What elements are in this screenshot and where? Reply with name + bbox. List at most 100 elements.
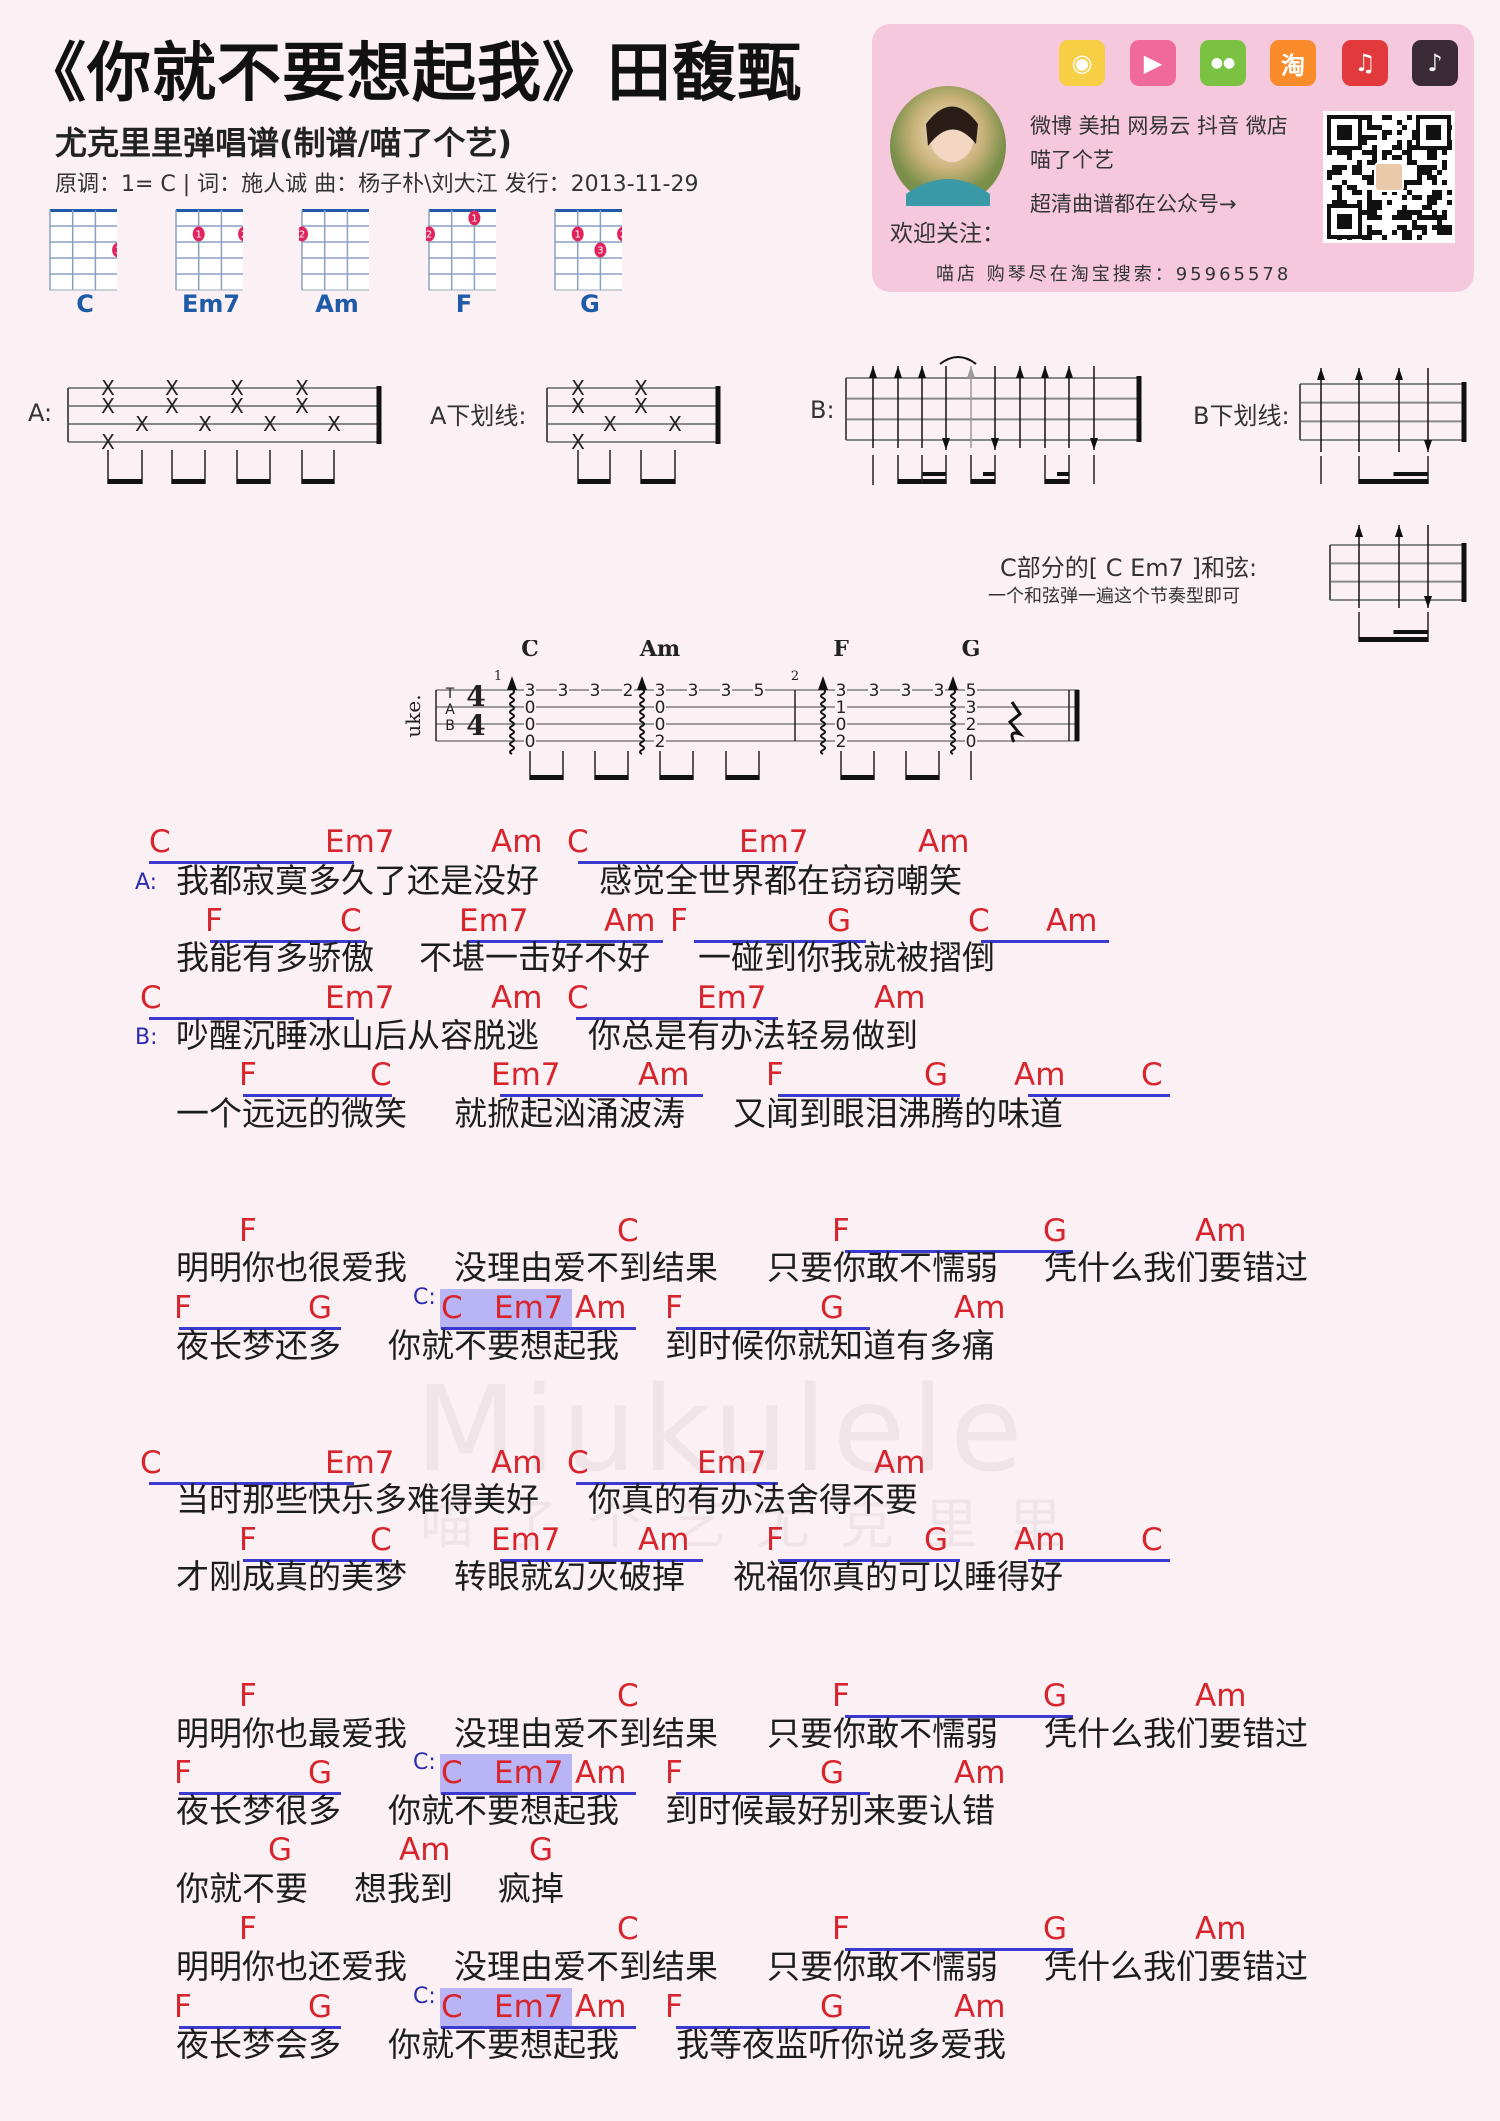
netease-music-icon[interactable]: ♫ xyxy=(1342,40,1388,86)
chord-label: Em7 xyxy=(494,1755,564,1791)
taobao-icon[interactable]: 淘 xyxy=(1270,40,1316,86)
chord-underline xyxy=(149,861,354,864)
lyric-text: 你真的有办法舍得不要 xyxy=(588,1480,918,1519)
finger-dot xyxy=(192,226,205,242)
weibo-glyph: ◉ xyxy=(1071,49,1093,77)
chord-diagram-em7: 12 xyxy=(175,209,243,291)
chord-label: G xyxy=(308,1755,333,1791)
finger-number: 3 xyxy=(597,246,603,257)
finger-dot xyxy=(426,226,435,242)
finger-number: 2 xyxy=(426,230,432,241)
chord-label: C xyxy=(441,1290,463,1326)
tab-chord-name: F xyxy=(833,640,849,662)
chord-label: Am xyxy=(491,980,543,1016)
chord-label: F xyxy=(832,1213,850,1249)
netease-music-glyph: ♫ xyxy=(1354,49,1376,77)
tab-chord-name: C xyxy=(521,640,539,662)
chord-underline xyxy=(500,1094,703,1097)
chord-label: F xyxy=(766,1057,784,1093)
meipai-glyph: ▶ xyxy=(1143,49,1163,77)
lyric-text: 明明你也最爱我 xyxy=(176,1714,407,1753)
meipai-icon[interactable]: ▶ xyxy=(1130,40,1176,86)
mute-x-icon: X xyxy=(101,376,115,400)
tab-fret-number: 2 xyxy=(966,715,977,735)
arpeggio-icon xyxy=(639,687,645,755)
chord-underline xyxy=(576,1017,778,1020)
chord-label: Am xyxy=(954,1755,1006,1791)
finger-dot xyxy=(571,226,584,242)
lyric-text: 一个远远的微笑 xyxy=(176,1094,407,1133)
lyric-text: 没理由爱不到结果 xyxy=(454,1714,718,1753)
chord-label: Em7 xyxy=(325,980,395,1016)
finger-number: 1 xyxy=(575,230,581,241)
chord-diagram-name: Em7 xyxy=(181,290,241,318)
chord-diagram-g: 132 xyxy=(554,209,622,291)
instrument-label: uke. xyxy=(401,694,425,737)
chord-label: Am xyxy=(1195,1678,1247,1714)
pattern-b-under-label: B下划线: xyxy=(1193,402,1290,430)
finger-number: 1 xyxy=(471,214,477,225)
chord-label: F xyxy=(670,903,688,939)
lyric-text: 只要你敢不懦弱 xyxy=(767,1714,998,1753)
lyric-text: 只要你敢不懦弱 xyxy=(767,1248,998,1287)
section-marker: B: xyxy=(135,1025,158,1050)
tab-letter: T xyxy=(445,686,455,702)
lyric-text: 明明你也还爱我 xyxy=(176,1947,407,1986)
platforms-text: 微博 美拍 网易云 抖音 微店 xyxy=(1030,114,1288,138)
chord-label: F xyxy=(832,1911,850,1947)
lyric-text: 才刚成真的美梦 xyxy=(176,1557,407,1596)
lyric-text: 夜长梦会多 xyxy=(176,2025,341,2064)
chord-diagram-name: Am xyxy=(315,290,359,318)
chord-label: C xyxy=(968,903,990,939)
chord-label: G xyxy=(820,1989,845,2025)
tab-fret-number: 3 xyxy=(558,681,569,701)
chord-label: Em7 xyxy=(697,1445,767,1481)
lyric-text: 没理由爱不到结果 xyxy=(454,1248,718,1287)
tab-fret-number: 3 xyxy=(966,698,977,718)
mute-x-icon: X xyxy=(634,394,648,418)
tab-fret-number: 0 xyxy=(655,698,666,718)
chord-diagram-am: 2 xyxy=(299,209,369,291)
lyric-text: 凭什么我们要错过 xyxy=(1044,1947,1308,1986)
lyric-text: 你总是有办法轻易做到 xyxy=(588,1016,918,1055)
pattern-c-note: 一个和弦弹一遍这个节奏型即可 xyxy=(988,586,1240,607)
mute-x-icon: X xyxy=(165,376,179,400)
lyric-text: 想我到 xyxy=(354,1869,453,1908)
chord-label: Em7 xyxy=(494,1290,564,1326)
mute-x-icon: X xyxy=(571,394,585,418)
chord-underline xyxy=(576,1482,778,1485)
chord-label: Am xyxy=(638,1057,690,1093)
section-marker: A: xyxy=(135,870,158,895)
chord-underline xyxy=(981,940,1109,943)
chord-label: Am xyxy=(575,1989,627,2025)
douyin-icon[interactable]: ♪ xyxy=(1412,40,1458,86)
finger-dot xyxy=(468,210,481,226)
chord-underline xyxy=(778,1559,960,1562)
douyin-glyph: ♪ xyxy=(1427,49,1443,77)
highlight-box xyxy=(440,1289,572,1329)
lyric-text: 你就不要想起我 xyxy=(388,2025,619,2064)
wechat-icon[interactable]: ●● xyxy=(1200,40,1246,86)
chord-label: Am xyxy=(1014,1057,1066,1093)
qr-code[interactable] xyxy=(1323,111,1455,243)
chord-label: G xyxy=(1043,1213,1068,1249)
weibo-icon[interactable]: ◉ xyxy=(1059,40,1105,86)
chord-label: Em7 xyxy=(325,1445,395,1481)
mute-x-icon: X xyxy=(571,430,585,454)
account-name: 喵了个艺 xyxy=(1030,148,1114,172)
chord-underline xyxy=(778,1094,960,1097)
finger-number: 3 xyxy=(115,246,117,257)
lyric-text: 当时那些快乐多难得美好 xyxy=(176,1480,539,1519)
mute-x-icon: X xyxy=(230,376,244,400)
pattern-a-label: A: xyxy=(28,399,53,427)
chord-underline xyxy=(845,1250,1073,1253)
tab-letter: A xyxy=(445,702,455,718)
tab-chord-name: Am xyxy=(639,640,680,662)
chord-label: F xyxy=(239,1522,257,1558)
chord-underline xyxy=(149,1017,354,1020)
official-account-text: 超清曲谱都在公众号→ xyxy=(1030,192,1237,216)
chord-label: F xyxy=(205,903,223,939)
tab-fret-number: 2 xyxy=(836,732,847,752)
chord-label: Am xyxy=(1195,1911,1247,1947)
chord-underline xyxy=(149,1482,354,1485)
